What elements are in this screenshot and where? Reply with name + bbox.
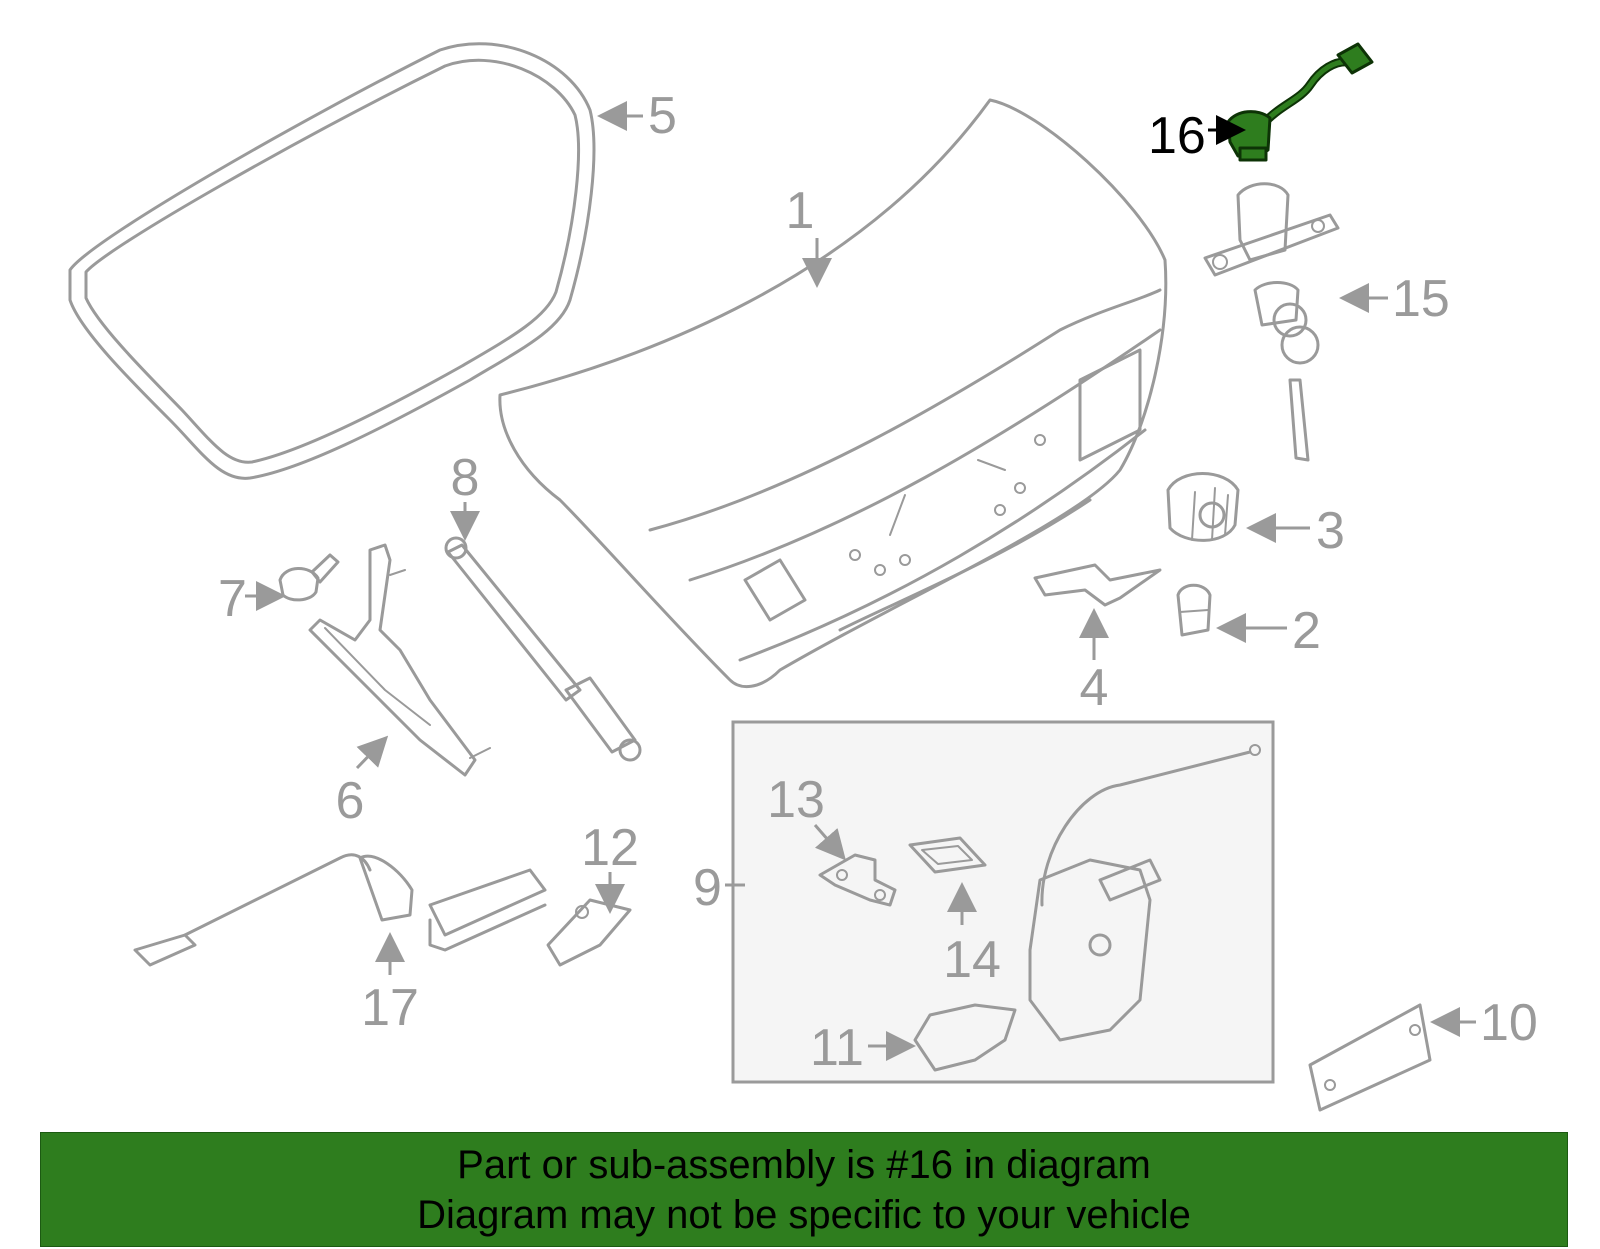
- callout-13: 13: [767, 771, 846, 861]
- callout-1: 1: [786, 182, 832, 288]
- callout-6: 6: [336, 735, 389, 830]
- svg-text:8: 8: [451, 449, 480, 507]
- svg-text:11: 11: [810, 1019, 864, 1077]
- callout-8: 8: [450, 449, 480, 541]
- callout-12: 12: [581, 819, 639, 914]
- callout-15: 15: [1339, 270, 1450, 328]
- svg-text:10: 10: [1480, 994, 1538, 1052]
- svg-text:17: 17: [361, 979, 419, 1037]
- svg-text:7: 7: [218, 570, 247, 628]
- callout-3: 3: [1246, 502, 1345, 560]
- svg-text:15: 15: [1392, 270, 1450, 328]
- part-3-grommet: [1166, 472, 1240, 542]
- callout-10: 10: [1430, 994, 1538, 1052]
- info-banner: Part or sub-assembly is #16 in diagram D…: [40, 1132, 1568, 1247]
- callout-5: 5: [597, 87, 677, 145]
- svg-text:4: 4: [1080, 659, 1109, 717]
- part-8-strut: [444, 536, 642, 762]
- part-10-bracket: [1308, 1003, 1432, 1112]
- part-12-cover: [546, 898, 632, 967]
- part-9-latch-box: [731, 720, 1275, 1084]
- callout-11: 11: [810, 1019, 916, 1077]
- callout-7: 7: [218, 570, 286, 628]
- part-17-release: [133, 853, 547, 967]
- part-1-trunk-lid: [498, 98, 1168, 689]
- part-15-lock-cylinder: [1203, 182, 1340, 462]
- svg-text:5: 5: [648, 87, 677, 145]
- svg-text:13: 13: [767, 771, 825, 829]
- svg-text:2: 2: [1292, 602, 1321, 660]
- callout-2: 2: [1216, 602, 1321, 660]
- callout-17: 17: [361, 932, 419, 1037]
- part-4-bracket: [1033, 563, 1162, 607]
- part-16-highlighted: [1226, 42, 1374, 162]
- banner-line-1: Part or sub-assembly is #16 in diagram: [457, 1142, 1151, 1187]
- svg-text:1: 1: [786, 182, 815, 240]
- svg-text:12: 12: [581, 819, 639, 877]
- svg-text:16: 16: [1148, 107, 1206, 165]
- svg-text:6: 6: [336, 772, 365, 830]
- callout-9: 9: [693, 859, 745, 917]
- banner-line-2: Diagram may not be specific to your vehi…: [417, 1192, 1191, 1237]
- part-5-weatherstrip: [68, 42, 596, 480]
- svg-text:9: 9: [693, 859, 722, 917]
- callout-14: 14: [943, 882, 1001, 989]
- part-7-clip: [278, 553, 340, 602]
- part-6-hinge: [308, 543, 491, 777]
- part-2-bumper: [1176, 583, 1212, 637]
- callout-16-highlighted: 16: [1148, 107, 1246, 165]
- svg-text:3: 3: [1316, 502, 1345, 560]
- parts-diagram: 1 2 3 4 5 6 7 8 9 10 11 12: [68, 42, 1538, 1112]
- callout-4: 4: [1079, 608, 1109, 717]
- svg-text:14: 14: [943, 931, 1001, 989]
